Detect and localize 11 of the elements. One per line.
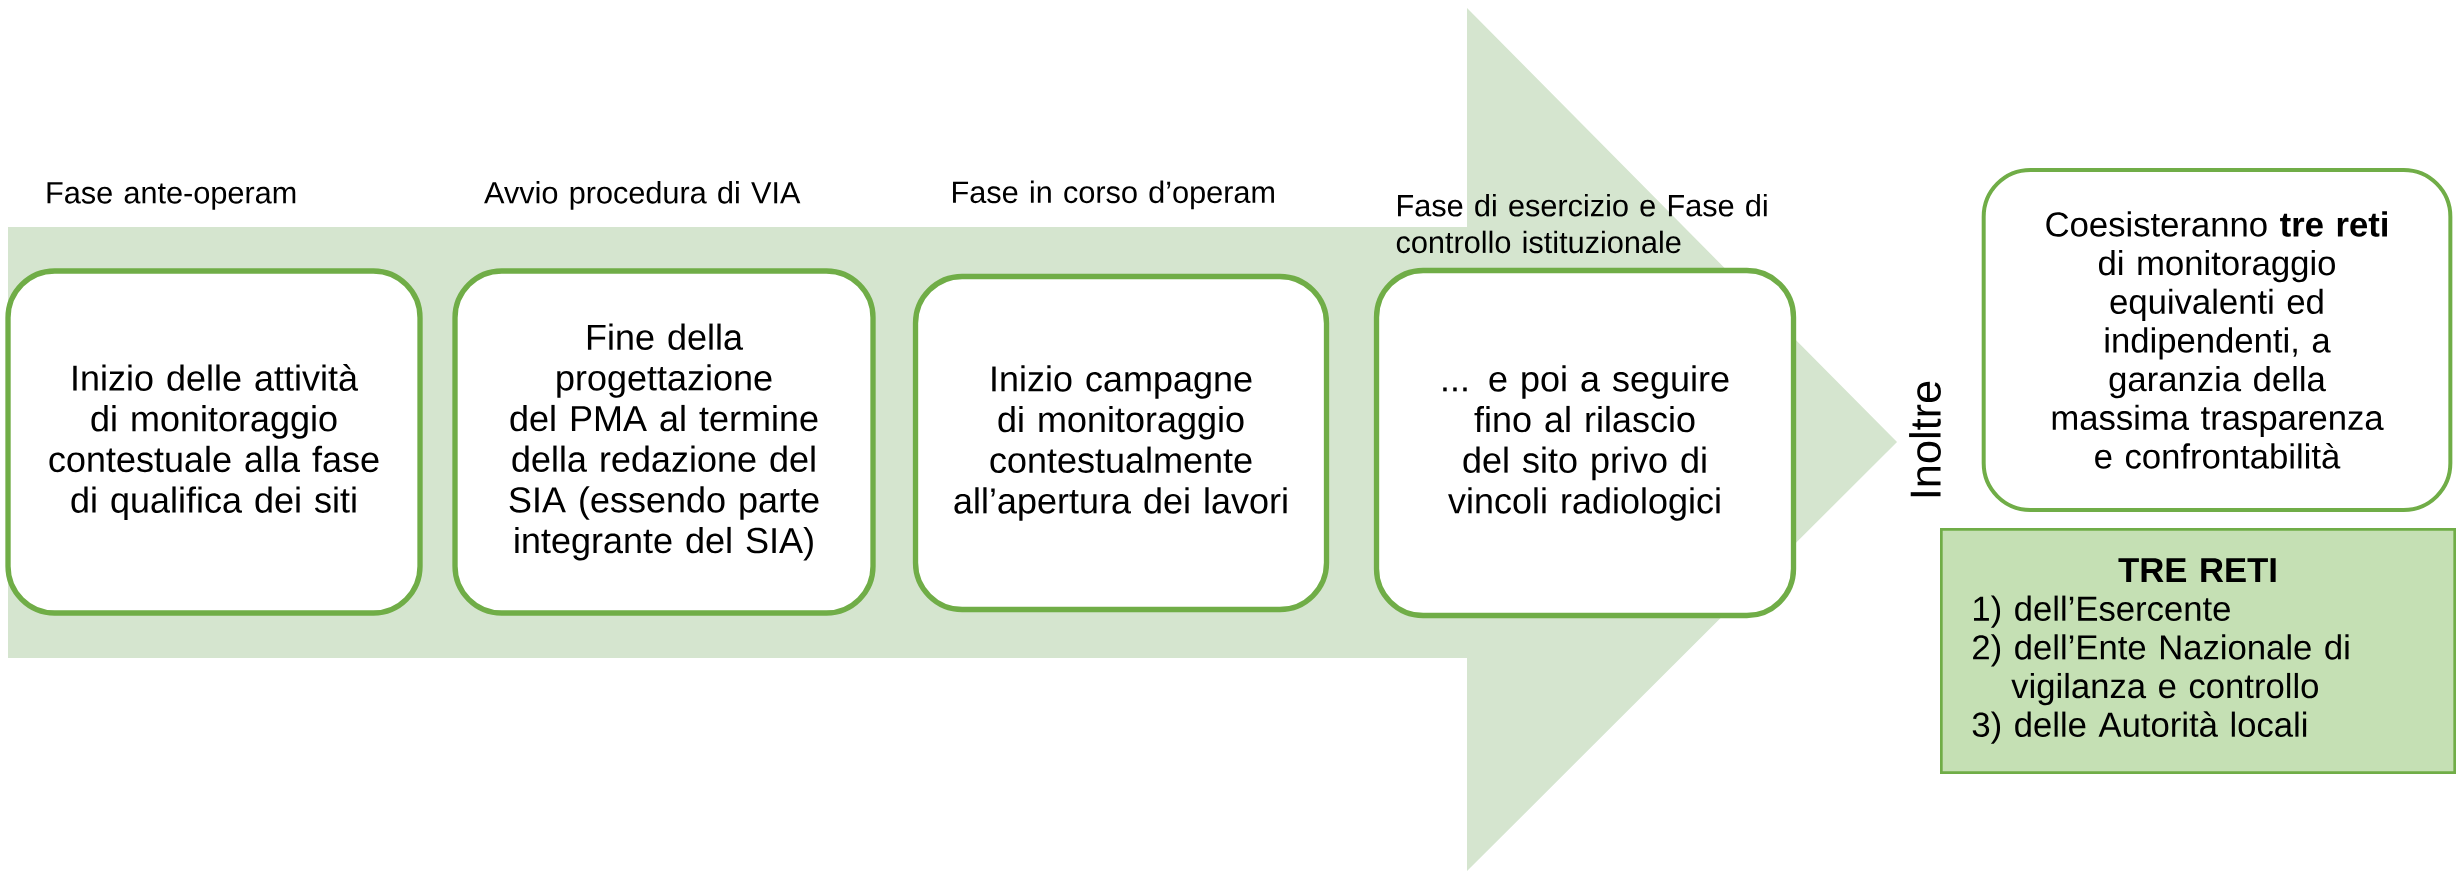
process-box: ... e poi a seguire fino al rilascio del sito privo di vincoli radiologici bbox=[1373, 267, 1797, 619]
phase-heading: Avvio procedura di VIA bbox=[484, 181, 801, 210]
phase-heading: Fase in corso d’operam bbox=[953, 180, 1274, 210]
side-label: Inoltre bbox=[1909, 381, 1941, 497]
phase-heading: Fase di esercizio e Fase di controllo istituzionale bbox=[1396, 194, 1767, 254]
list-box: TRE RETI 1) dell’Esercente 2) dell’Ente Nazionale di vigilanza e controllo 3) delle Autorità locali bbox=[1940, 528, 2456, 774]
process-box: Fine della progettazione del PMA al termine della redazione del SIA (essendo parte integrante del SIA) bbox=[452, 268, 876, 616]
process-box: Inizio campagne di monitoraggio contestualmente all’apertura dei lavori bbox=[912, 273, 1330, 613]
note-box: Coesisteranno tre reti di monitoraggio equivalenti ed indipendenti, a garanzia della massima trasparenza e confrontabilità bbox=[1981, 168, 2453, 512]
phase-heading: Fase ante-operam bbox=[47, 182, 296, 210]
process-box: Inizio delle attività di monitoraggio contestuale alla fase di qualifica dei siti bbox=[5, 268, 423, 616]
